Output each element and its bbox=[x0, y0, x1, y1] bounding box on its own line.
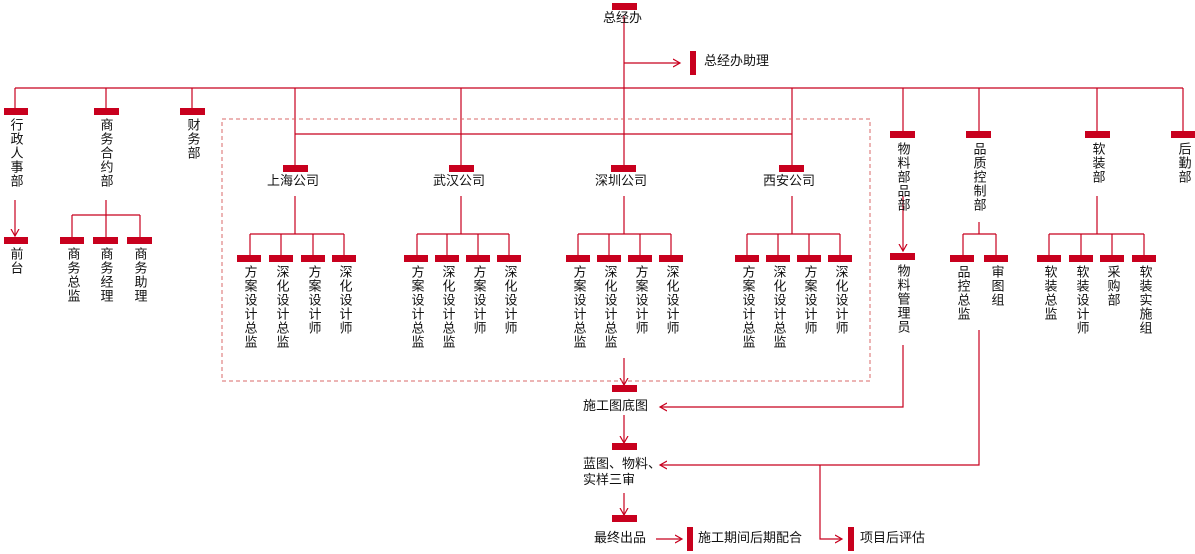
quality-sub-marker bbox=[984, 255, 1008, 262]
role-marker bbox=[735, 255, 759, 262]
front-desk-label: 前台 bbox=[7, 247, 23, 275]
review-label-line1: 蓝图、物料、 bbox=[583, 457, 662, 472]
role-label: 方案设计总监 bbox=[739, 265, 755, 349]
review-marker bbox=[612, 443, 637, 450]
softdec-sub-label: 软装实施组 bbox=[1136, 265, 1152, 335]
business-sub-marker bbox=[93, 237, 118, 244]
assistant-label: 总经办助理 bbox=[704, 54, 770, 69]
evaluation-marker bbox=[848, 527, 854, 551]
business-label: 商务合约部 bbox=[97, 118, 113, 188]
role-marker bbox=[332, 255, 356, 262]
business-sub-label: 商务经理 bbox=[97, 247, 113, 303]
branch-marker bbox=[779, 165, 804, 172]
role-marker bbox=[404, 255, 428, 262]
finance-marker bbox=[180, 108, 205, 115]
role-marker bbox=[566, 255, 590, 262]
admin-marker bbox=[4, 108, 28, 115]
role-marker bbox=[497, 255, 521, 262]
role-label: 深化设计总监 bbox=[273, 265, 289, 349]
business-sub-marker bbox=[60, 237, 84, 244]
materials-staff-marker bbox=[890, 253, 915, 260]
role-label: 方案设计师 bbox=[632, 265, 648, 335]
softdec-sub-marker bbox=[1069, 255, 1093, 262]
branch-marker bbox=[283, 165, 308, 172]
top-marker bbox=[612, 3, 637, 10]
role-label: 方案设计总监 bbox=[241, 265, 257, 349]
role-label: 深化设计总监 bbox=[601, 265, 617, 349]
materials-marker bbox=[890, 131, 915, 138]
softdec-sub-marker bbox=[1132, 255, 1156, 262]
quality-sub-marker bbox=[950, 255, 974, 262]
role-marker bbox=[797, 255, 821, 262]
business-sub-label: 商务总监 bbox=[64, 247, 80, 303]
role-label: 深化设计师 bbox=[663, 265, 679, 335]
quality-sub-label: 品控总监 bbox=[954, 265, 970, 321]
branch-name: 上海公司 bbox=[267, 174, 320, 189]
role-marker bbox=[828, 255, 852, 262]
role-marker bbox=[766, 255, 790, 262]
branch-marker bbox=[449, 165, 474, 172]
logistics-marker bbox=[1171, 131, 1195, 138]
role-marker bbox=[301, 255, 325, 262]
quality-label: 品质控制部 bbox=[970, 142, 986, 212]
branch-group-frame bbox=[221, 118, 871, 382]
materials-staff-label: 物料管理员 bbox=[894, 264, 910, 334]
review-label-line2: 实样三审 bbox=[583, 473, 636, 488]
admin-label: 行政人事部 bbox=[7, 118, 23, 188]
role-label: 深化设计总监 bbox=[770, 265, 786, 349]
softdec-sub-marker bbox=[1100, 255, 1124, 262]
branch-name: 武汉公司 bbox=[433, 174, 486, 189]
branch-name: 西安公司 bbox=[763, 174, 816, 189]
role-marker bbox=[435, 255, 459, 262]
role-label: 深化设计师 bbox=[501, 265, 517, 335]
business-sub-marker bbox=[127, 237, 152, 244]
business-marker bbox=[94, 108, 119, 115]
softdec-sub-label: 软装总监 bbox=[1041, 265, 1057, 321]
final-marker bbox=[612, 515, 637, 522]
top-label: 总经办 bbox=[603, 11, 643, 26]
softdec-sub-label: 软装设计师 bbox=[1073, 265, 1089, 335]
role-marker bbox=[597, 255, 621, 262]
evaluation-label: 项目后评估 bbox=[860, 531, 926, 546]
role-marker bbox=[269, 255, 293, 262]
front-desk-marker bbox=[4, 237, 28, 244]
role-marker bbox=[659, 255, 683, 262]
role-label: 方案设计总监 bbox=[408, 265, 424, 349]
role-label: 深化设计师 bbox=[832, 265, 848, 335]
role-label: 方案设计师 bbox=[305, 265, 321, 335]
role-label: 深化设计师 bbox=[336, 265, 352, 335]
assistant-marker bbox=[690, 51, 696, 75]
role-marker bbox=[237, 255, 261, 262]
cooperation-label: 施工期间后期配合 bbox=[698, 531, 803, 546]
role-label: 方案设计师 bbox=[801, 265, 817, 335]
quality-marker bbox=[966, 131, 991, 138]
materials-label: 物料部品部 bbox=[894, 142, 910, 212]
branch-name: 深圳公司 bbox=[595, 174, 648, 189]
softdec-sub-label: 采购部 bbox=[1104, 265, 1120, 307]
construction-marker bbox=[612, 385, 637, 392]
final-label: 最终出品 bbox=[594, 531, 647, 546]
role-label: 方案设计师 bbox=[470, 265, 486, 335]
role-marker bbox=[628, 255, 652, 262]
finance-label: 财务部 bbox=[184, 118, 200, 160]
business-sub-label: 商务助理 bbox=[131, 247, 147, 303]
role-label: 深化设计总监 bbox=[439, 265, 455, 349]
role-label: 方案设计总监 bbox=[570, 265, 586, 349]
branch-marker bbox=[611, 165, 636, 172]
construction-label: 施工图底图 bbox=[583, 399, 649, 414]
softdec-sub-marker bbox=[1037, 255, 1061, 262]
cooperation-marker bbox=[687, 527, 693, 551]
role-marker bbox=[466, 255, 490, 262]
softdec-label: 软装部 bbox=[1089, 142, 1105, 184]
quality-sub-label: 审图组 bbox=[988, 265, 1004, 307]
logistics-label: 后勤部 bbox=[1175, 142, 1191, 184]
softdec-marker bbox=[1085, 131, 1110, 138]
